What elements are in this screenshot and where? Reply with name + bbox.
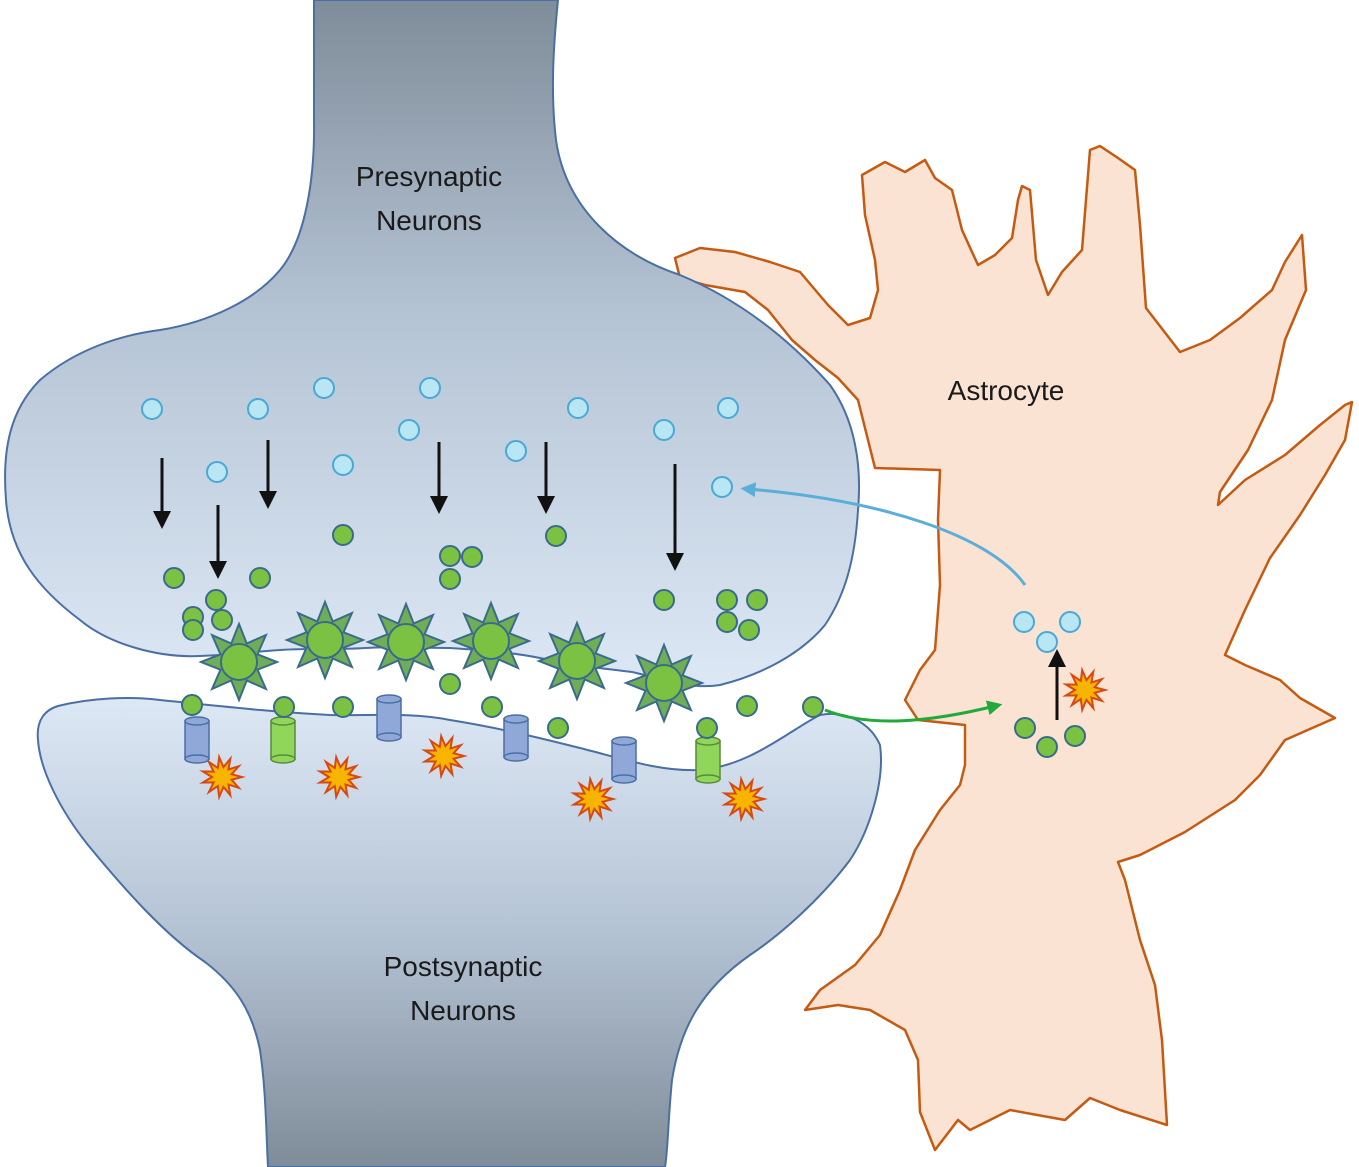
glutamate-molecule bbox=[211, 609, 233, 631]
glutamate-molecule bbox=[439, 545, 461, 567]
glutamine-molecule bbox=[313, 377, 335, 399]
glutamate-molecule bbox=[696, 717, 718, 739]
glutamate-molecule bbox=[716, 611, 738, 633]
glutamate-uptake-arrow bbox=[824, 700, 1003, 723]
vesicle-release-site bbox=[198, 621, 280, 703]
glutamate-molecule bbox=[332, 696, 354, 718]
glutamate-molecule bbox=[273, 696, 295, 718]
presynaptic-label-line2: Neurons bbox=[376, 205, 482, 236]
presynaptic-neuron bbox=[4, 0, 861, 688]
activation-burst-icon bbox=[421, 732, 468, 780]
glutamine-molecule bbox=[653, 419, 675, 441]
postsynaptic-label-line1: Postsynaptic bbox=[384, 951, 543, 982]
activation-burst-icon bbox=[1062, 666, 1109, 714]
activation-burst-icon bbox=[570, 775, 617, 823]
glutamine-molecule bbox=[1059, 611, 1081, 633]
glutamate-molecule bbox=[738, 619, 760, 641]
activation-burst-icon bbox=[721, 775, 768, 823]
glutamate-molecule bbox=[547, 717, 569, 739]
glutamate-molecule bbox=[182, 619, 204, 641]
glutamate-molecule bbox=[716, 589, 738, 611]
postsynaptic-label-line2: Neurons bbox=[410, 995, 516, 1026]
glutamine-molecule bbox=[206, 461, 228, 483]
activation-burst-icon bbox=[199, 753, 246, 801]
vesicle-release-site bbox=[365, 601, 447, 683]
glutamine-molecule bbox=[141, 398, 163, 420]
postsynaptic-neuron bbox=[36, 697, 882, 1167]
receptor-channel bbox=[270, 716, 296, 764]
glutamate-molecule bbox=[163, 567, 185, 589]
activation-burst-icon bbox=[316, 753, 363, 801]
glutamine-molecule bbox=[247, 398, 269, 420]
glutamine-return-arrow bbox=[740, 482, 1027, 586]
glutamate-molecule bbox=[746, 589, 768, 611]
glutamine-molecule bbox=[711, 476, 733, 498]
glutamate-molecule bbox=[249, 567, 271, 589]
presynaptic-label-line1: Presynaptic bbox=[356, 161, 502, 192]
vesicle-release-site bbox=[623, 642, 705, 724]
glutamine-molecule bbox=[567, 397, 589, 419]
glutamate-molecule bbox=[1064, 725, 1086, 747]
receptor-channel bbox=[695, 736, 721, 784]
glutamate-molecule bbox=[545, 525, 567, 547]
vesicle-release-site bbox=[450, 600, 532, 682]
glutamine-molecule bbox=[717, 397, 739, 419]
glutamine-molecule bbox=[1013, 611, 1035, 633]
glutamine-molecule bbox=[332, 454, 354, 476]
glutamine-molecule bbox=[1036, 631, 1058, 653]
receptor-channel bbox=[376, 694, 402, 742]
glutamate-molecule bbox=[461, 546, 483, 568]
glutamate-molecule bbox=[481, 696, 503, 718]
glutamate-molecule bbox=[439, 673, 461, 695]
receptor-channel bbox=[184, 716, 210, 764]
glutamate-molecule bbox=[181, 694, 203, 716]
vesicle-release-site bbox=[536, 620, 618, 702]
glutamine-molecule bbox=[419, 377, 441, 399]
glutamate-molecule bbox=[1036, 736, 1058, 758]
glutamate-molecule bbox=[1014, 717, 1036, 739]
glutamate-molecule bbox=[653, 589, 675, 611]
receptor-channel bbox=[503, 714, 529, 762]
astrocyte-cell bbox=[673, 144, 1354, 1152]
vesicle-release-site bbox=[284, 599, 366, 681]
glutamate-molecule bbox=[205, 589, 227, 611]
glutamate-molecule bbox=[332, 524, 354, 546]
glutamate-molecule bbox=[736, 695, 758, 717]
glutamate-molecule bbox=[802, 696, 824, 718]
astrocyte-label: Astrocyte bbox=[948, 375, 1065, 406]
receptor-channel bbox=[611, 736, 637, 784]
glutamine-molecule bbox=[505, 440, 527, 462]
glutamine-molecule bbox=[398, 419, 420, 441]
glutamate-molecule bbox=[439, 568, 461, 590]
